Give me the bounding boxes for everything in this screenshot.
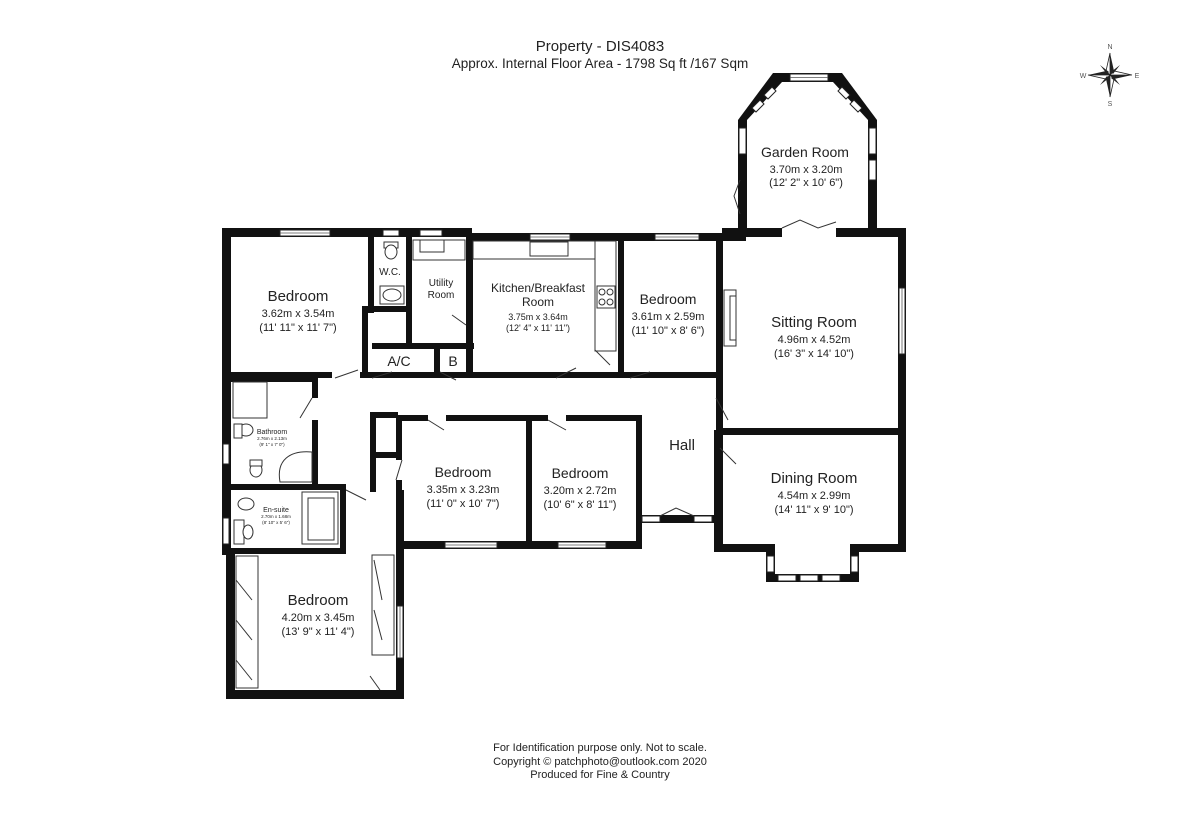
room-utility: Utility Room (428, 278, 455, 301)
bedroom-4-name: Bedroom (552, 465, 609, 481)
ensuite-imperial: (8' 10" x 5' 6") (262, 520, 290, 525)
wc-name: W.C. (379, 267, 401, 278)
room-bedroom-1: Bedroom 3.62m x 3.54m (11' 11" x 11' 7") (259, 288, 336, 334)
room-bedroom-3: Bedroom 3.35m x 3.23m (11' 0" x 10' 7") (427, 464, 500, 510)
doors (299, 179, 837, 691)
bedroom-3-name: Bedroom (435, 464, 492, 480)
bedroom-1-name: Bedroom (268, 288, 329, 305)
footer-disclaimer: For Identification purpose only. Not to … (493, 742, 707, 754)
room-ac: A/C (387, 353, 410, 369)
bedroom-2-imperial: (11' 10" x 8' 6") (632, 325, 705, 337)
external-walls (222, 120, 906, 699)
bedroom-1-imperial: (11' 11" x 11' 7") (259, 322, 336, 334)
internal-walls (222, 233, 906, 554)
bedroom-3-metric: 3.35m x 3.23m (427, 484, 500, 496)
fixtures (232, 239, 737, 689)
dining-room-imperial: (14' 11" x 9' 10") (774, 504, 853, 516)
footer-copyright: Copyright © patchphoto@outlook.com 2020 (493, 756, 707, 768)
hall-name: Hall (669, 437, 695, 454)
ensuite-metric: 2.70m x 1.68m (261, 514, 291, 519)
sitting-room-metric: 4.96m x 4.52m (778, 334, 851, 346)
room-wc: W.C. (379, 267, 401, 278)
room-bedroom-5: Bedroom 4.20m x 3.45m (13' 9" x 11' 4") (282, 592, 355, 638)
ensuite-name: En-suite (263, 507, 289, 514)
kitchen-metric: 3.75m x 3.64m (508, 312, 568, 322)
bedroom-2-metric: 3.61m x 2.59m (632, 311, 705, 323)
compass-n: N (1107, 44, 1112, 51)
room-b: B (448, 353, 457, 369)
room-bathroom: Bathroom 2.76m x 2.13m (9' 1" x 7' 0") (257, 429, 288, 447)
plan-subtitle: Approx. Internal Floor Area - 1798 Sq ft… (452, 56, 748, 71)
bedroom-4-metric: 3.20m x 2.72m (544, 485, 617, 497)
plan-title: Property - DIS4083 (536, 38, 664, 55)
compass-rose-icon: N S E W (1080, 44, 1140, 108)
room-dining-room: Dining Room 4.54m x 2.99m (14' 11" x 9' … (771, 470, 858, 516)
compass-e: E (1135, 73, 1140, 80)
footer-producer: Produced for Fine & Country (530, 769, 670, 781)
bedroom-5-name: Bedroom (288, 592, 349, 609)
room-bedroom-4: Bedroom 3.20m x 2.72m (10' 6" x 8' 11") (544, 465, 617, 511)
bedroom-3-imperial: (11' 0" x 10' 7") (427, 498, 500, 510)
dining-room-metric: 4.54m x 2.99m (778, 490, 851, 502)
garden-room-imperial: (12' 2" x 10' 6") (769, 177, 843, 189)
utility-name-1: Utility (429, 278, 453, 289)
kitchen-name-1: Kitchen/Breakfast (491, 281, 586, 295)
kitchen-name-2: Room (522, 295, 554, 309)
garden-room-metric: 3.70m x 3.20m (770, 164, 843, 176)
room-sitting-room: Sitting Room 4.96m x 4.52m (16' 3" x 14'… (771, 314, 857, 360)
bedroom-5-imperial: (13' 9" x 11' 4") (282, 626, 355, 638)
utility-name-2: Room (428, 290, 455, 301)
bedroom-2-name: Bedroom (640, 291, 697, 307)
bedroom-5-metric: 4.20m x 3.45m (282, 612, 355, 624)
bathroom-metric: 2.76m x 2.13m (257, 436, 287, 441)
room-kitchen: Kitchen/Breakfast Room 3.75m x 3.64m (12… (491, 281, 586, 333)
bedroom-4-imperial: (10' 6" x 8' 11") (544, 499, 617, 511)
bedroom-1-metric: 3.62m x 3.54m (262, 308, 335, 320)
compass-s: S (1108, 101, 1113, 108)
room-ensuite: En-suite 2.70m x 1.68m (8' 10" x 5' 6") (261, 507, 291, 525)
room-garden-room: Garden Room 3.70m x 3.20m (12' 2" x 10' … (761, 144, 849, 189)
windows (222, 73, 906, 659)
room-hall: Hall (669, 437, 695, 454)
dining-room-name: Dining Room (771, 470, 858, 487)
ac-name: A/C (387, 353, 410, 369)
bathroom-imperial: (9' 1" x 7' 0") (259, 442, 285, 447)
b-name: B (448, 353, 457, 369)
kitchen-imperial: (12' 4" x 11' 11") (506, 323, 570, 333)
sitting-room-name: Sitting Room (771, 314, 857, 331)
compass-w: W (1080, 73, 1087, 80)
bathroom-name: Bathroom (257, 429, 288, 436)
room-bedroom-2: Bedroom 3.61m x 2.59m (11' 10" x 8' 6") (632, 291, 705, 337)
garden-room-name: Garden Room (761, 144, 849, 160)
sitting-room-imperial: (16' 3" x 14' 10") (774, 348, 854, 360)
